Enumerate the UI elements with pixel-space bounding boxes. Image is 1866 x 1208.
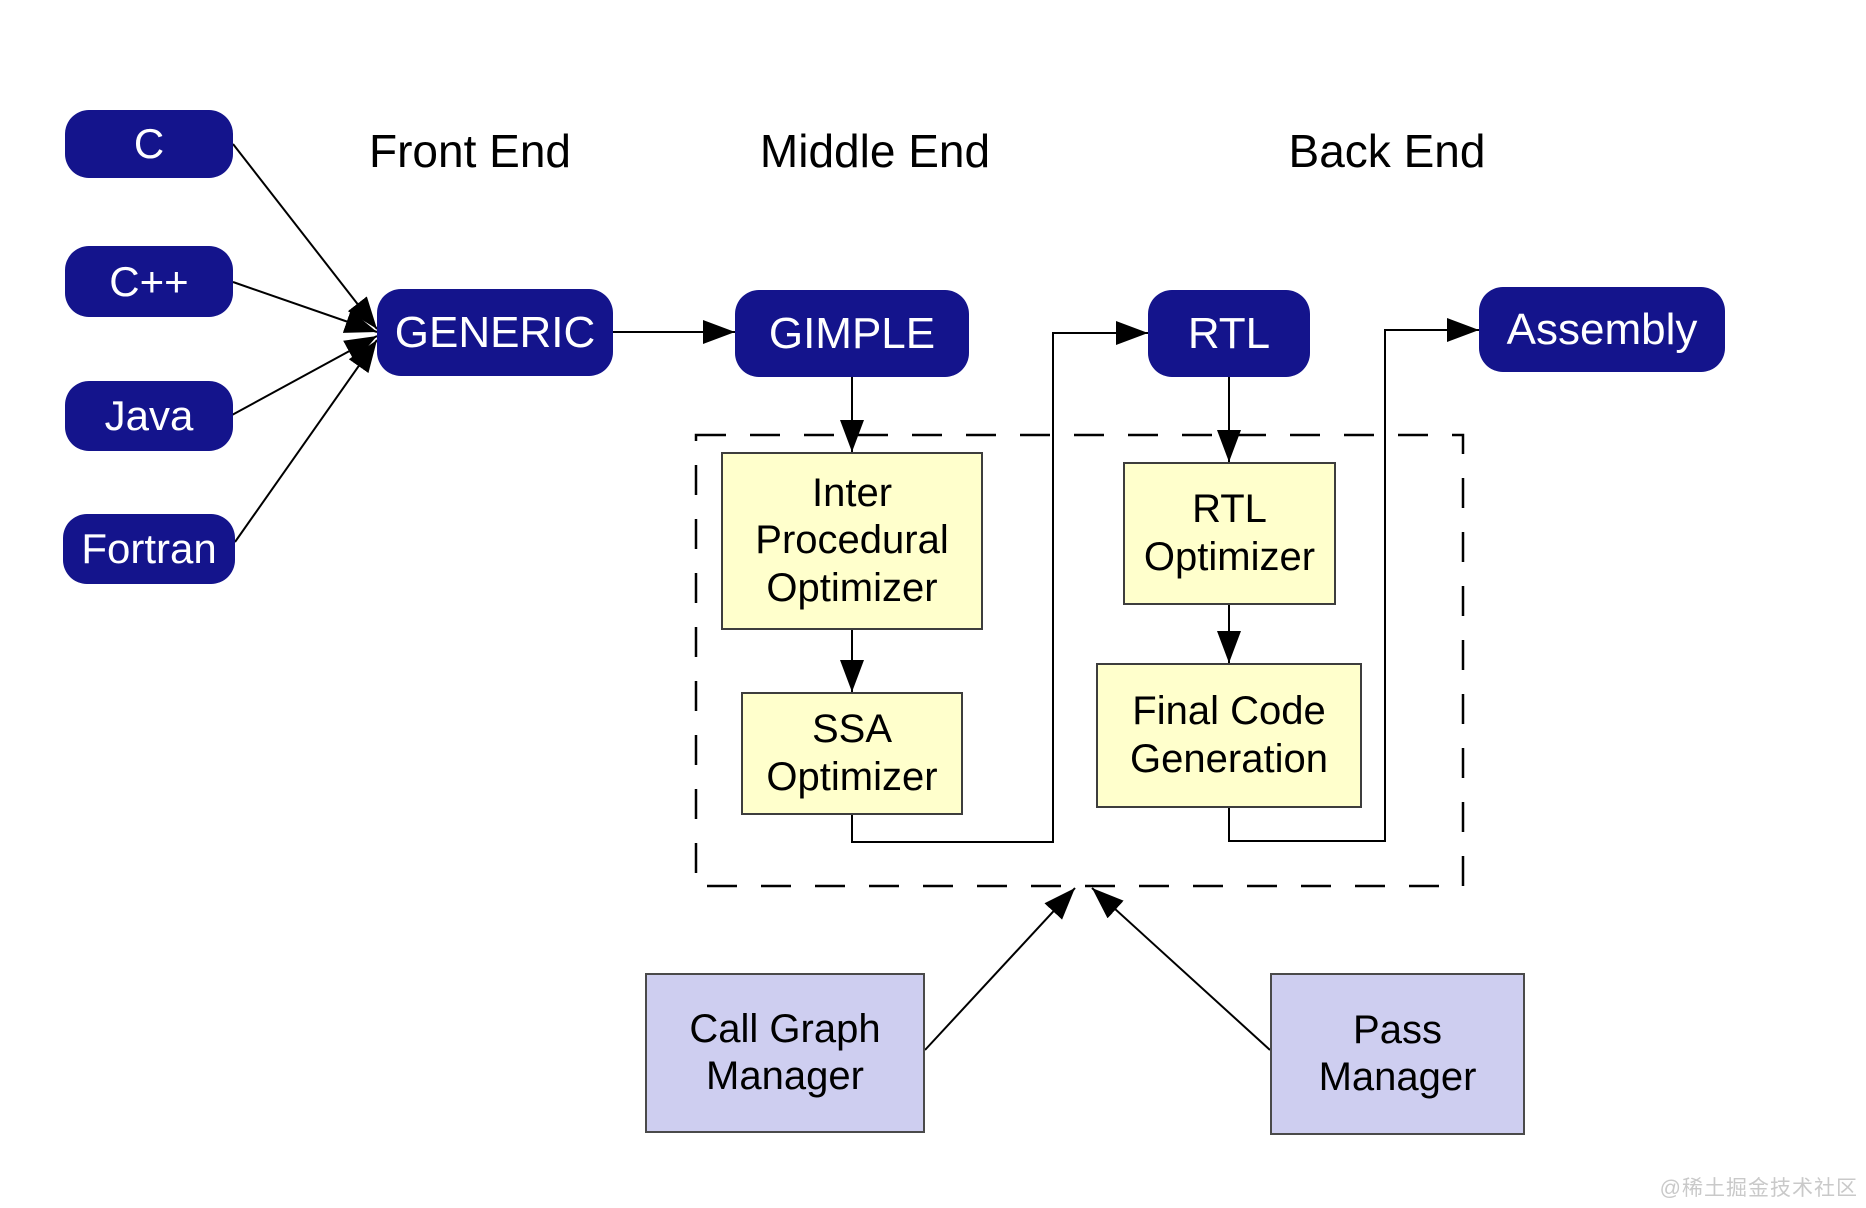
- node-gimple: GIMPLE: [735, 290, 969, 377]
- watermark-text: @稀土掘金技术社区: [1659, 1177, 1858, 1200]
- node-pass-manager: Pass Manager: [1270, 973, 1525, 1135]
- arrow-cpp-to-generic: [232, 281, 378, 333]
- middle-end-heading: Middle End: [759, 125, 991, 177]
- back-end-heading: Back End: [1288, 125, 1486, 177]
- front-end-heading: Front End: [369, 125, 571, 177]
- node-assembly: Assembly: [1479, 287, 1725, 372]
- arrow-final-code-to-assembly: [1228, 318, 1479, 842]
- arrow-ssa-to-rtl: [851, 321, 1148, 843]
- arrow-call-graph-manager-to-optimizers: [924, 887, 1076, 1051]
- node-call-graph-manager: Call Graph Manager: [645, 973, 925, 1133]
- node-cpp: C++: [65, 246, 233, 317]
- node-rtl-optimizer: RTL Optimizer: [1123, 462, 1336, 605]
- node-generic: GENERIC: [377, 289, 613, 376]
- node-inter-procedural-optimizer: Inter Procedural Optimizer: [721, 452, 983, 630]
- arrow-fortran-to-generic: [234, 339, 378, 543]
- node-ssa-optimizer: SSA Optimizer: [741, 692, 963, 815]
- arrow-c-to-generic: [232, 143, 378, 330]
- optimizer-boundary-dashed-box: [694, 433, 1465, 888]
- node-c: C: [65, 110, 233, 178]
- node-rtl: RTL: [1148, 290, 1310, 377]
- arrow-pass-manager-to-optimizers: [1091, 887, 1271, 1051]
- node-fortran: Fortran: [63, 514, 235, 584]
- node-final-code-generation: Final Code Generation: [1096, 663, 1362, 808]
- node-java: Java: [65, 381, 233, 451]
- arrow-java-to-generic: [231, 335, 378, 416]
